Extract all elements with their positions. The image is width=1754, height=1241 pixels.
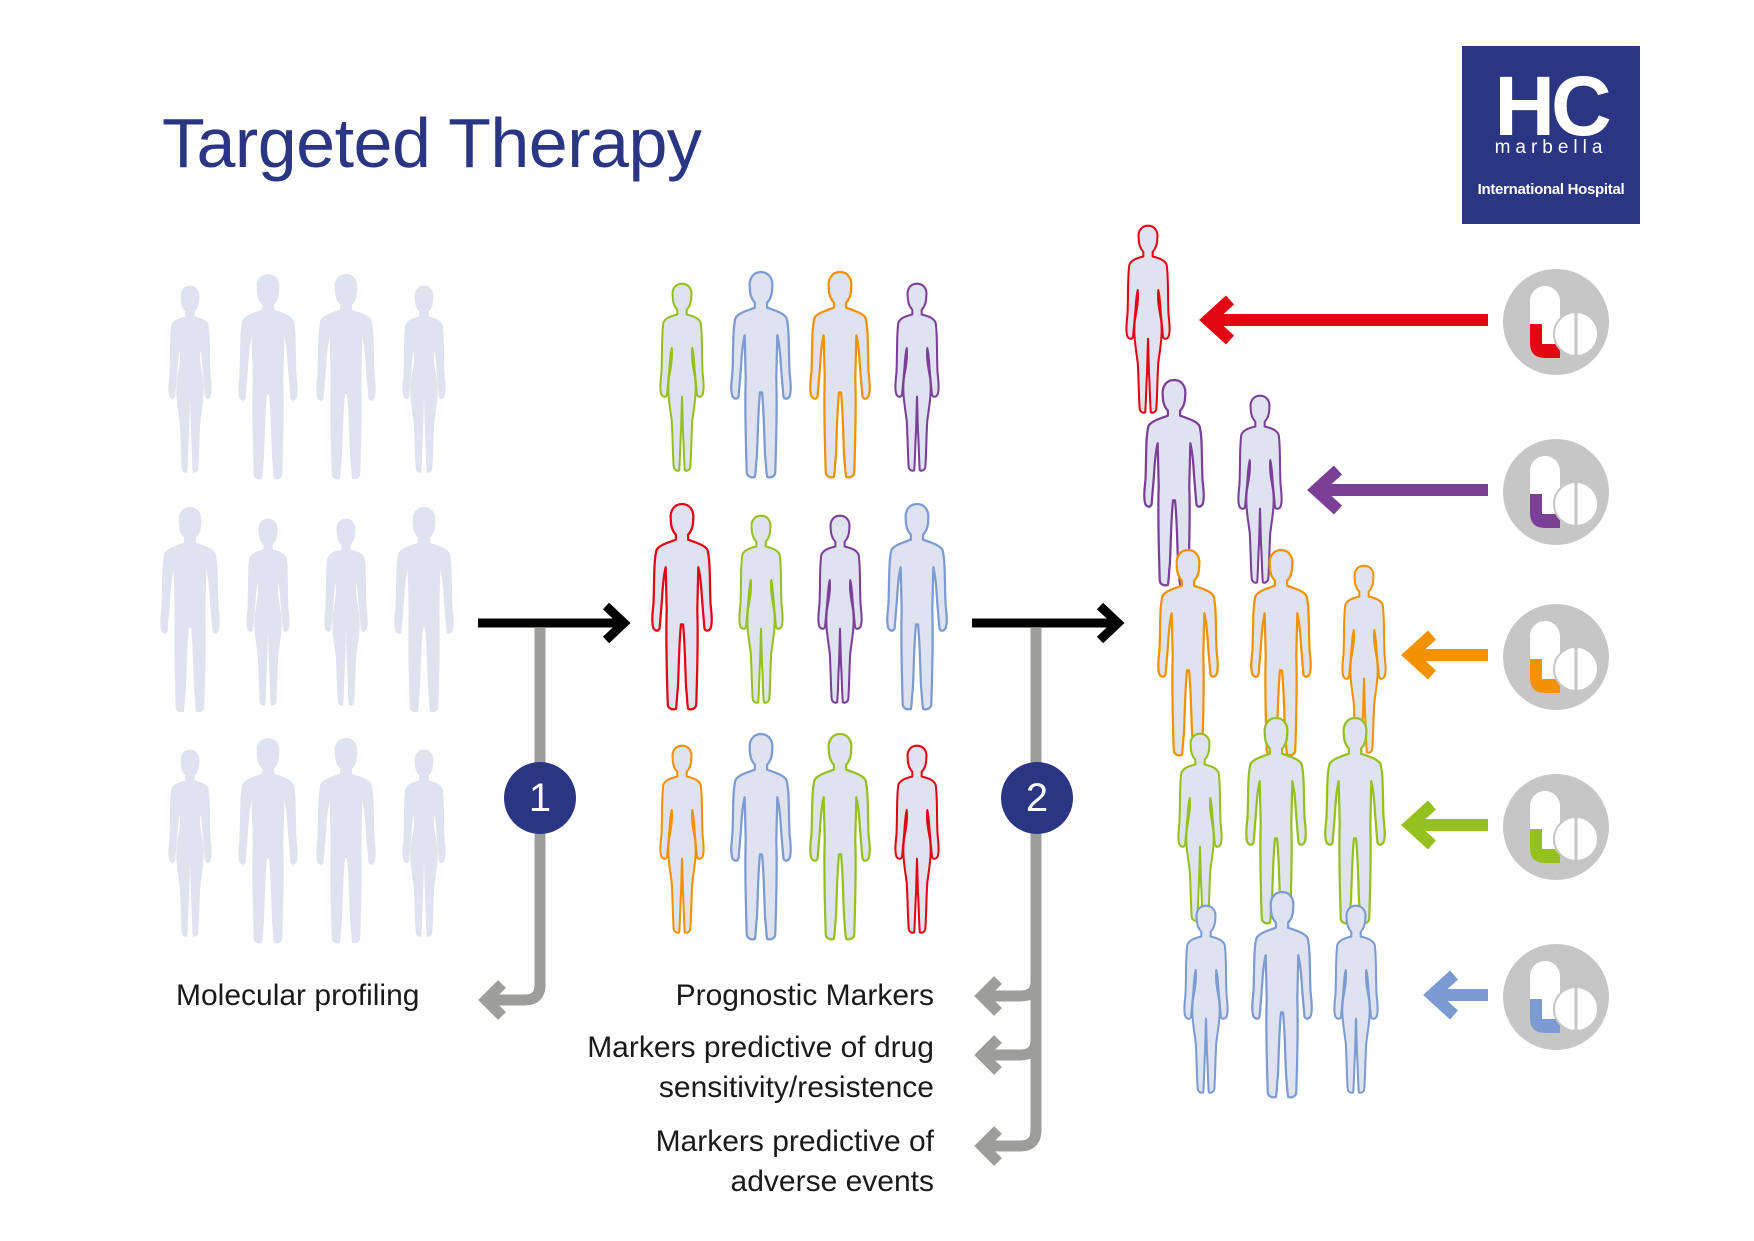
person-icon: [160, 507, 220, 713]
person-icon-purple: [894, 282, 940, 472]
person-icon-orange: [659, 744, 705, 934]
person-icon: [394, 507, 454, 713]
person-icon: [402, 749, 446, 937]
logo-subtitle: marbella: [1494, 137, 1608, 158]
person-icon: [316, 738, 376, 944]
label-predictive-drug-line1: Markers predictive of drug: [587, 1031, 934, 1064]
step-badge-1: 1: [504, 762, 576, 834]
person-icon: [168, 749, 212, 937]
hospital-logo: HC marbella International Hospital: [1462, 46, 1640, 224]
logo-hospital-name: International Hospital: [1477, 181, 1625, 198]
person-icon-blue: [886, 502, 948, 711]
person-icon: [168, 285, 212, 473]
person-icon-green: [1177, 732, 1223, 922]
pill-icon-purple: [1503, 439, 1609, 545]
treatment-arrow-purple: [1307, 465, 1488, 515]
person-icon-red: [1125, 224, 1171, 414]
person-icon-red: [651, 502, 713, 711]
label-molecular-profiling: Molecular profiling: [176, 979, 420, 1012]
pill-icon-blue: [1503, 944, 1609, 1050]
label-predictive-adverse-line1: Markers predictive of: [655, 1125, 934, 1158]
person-icon-green: [659, 282, 705, 472]
person-icon-orange: [809, 270, 871, 479]
label-prognostic-markers: Prognostic Markers: [675, 979, 934, 1012]
pill-icon-green: [1503, 774, 1609, 880]
step-badge-2: 2: [1001, 762, 1073, 834]
bracket-arrow-1: [478, 628, 546, 1020]
person-icon: [324, 518, 368, 706]
person-icon: [238, 738, 298, 944]
treatment-arrow-red: [1199, 295, 1488, 345]
person-icon: [238, 274, 298, 480]
process-arrow-2: [972, 602, 1125, 644]
person-icon: [316, 274, 376, 480]
person-icon: [402, 285, 446, 473]
person-icon-green: [1324, 716, 1386, 925]
person-icon-purple: [817, 514, 863, 704]
label-predictive-adverse-line2: adverse events: [730, 1165, 934, 1198]
treatment-arrow-orange: [1401, 630, 1488, 680]
pill-icon-red: [1503, 269, 1609, 375]
person-icon-blue: [1183, 904, 1229, 1094]
person-icon-blue: [730, 732, 792, 941]
person-icon: [246, 518, 290, 706]
person-icon-green: [738, 514, 784, 704]
label-predictive-drug-line2: sensitivity/resistence: [658, 1071, 934, 1104]
bracket-arrow-2: [974, 628, 1042, 1166]
treatment-arrow-blue: [1423, 970, 1488, 1020]
page-title: Targeted Therapy: [162, 104, 702, 182]
person-icon-blue: [730, 270, 792, 479]
process-arrow-1: [478, 602, 631, 644]
logo-mark: HC: [1494, 59, 1611, 153]
person-icon-green: [809, 732, 871, 941]
person-icon-red: [894, 744, 940, 934]
person-icon-blue: [1251, 890, 1313, 1099]
treatment-arrow-green: [1401, 800, 1488, 850]
person-icon-blue: [1333, 904, 1379, 1094]
pill-icon-orange: [1503, 604, 1609, 710]
